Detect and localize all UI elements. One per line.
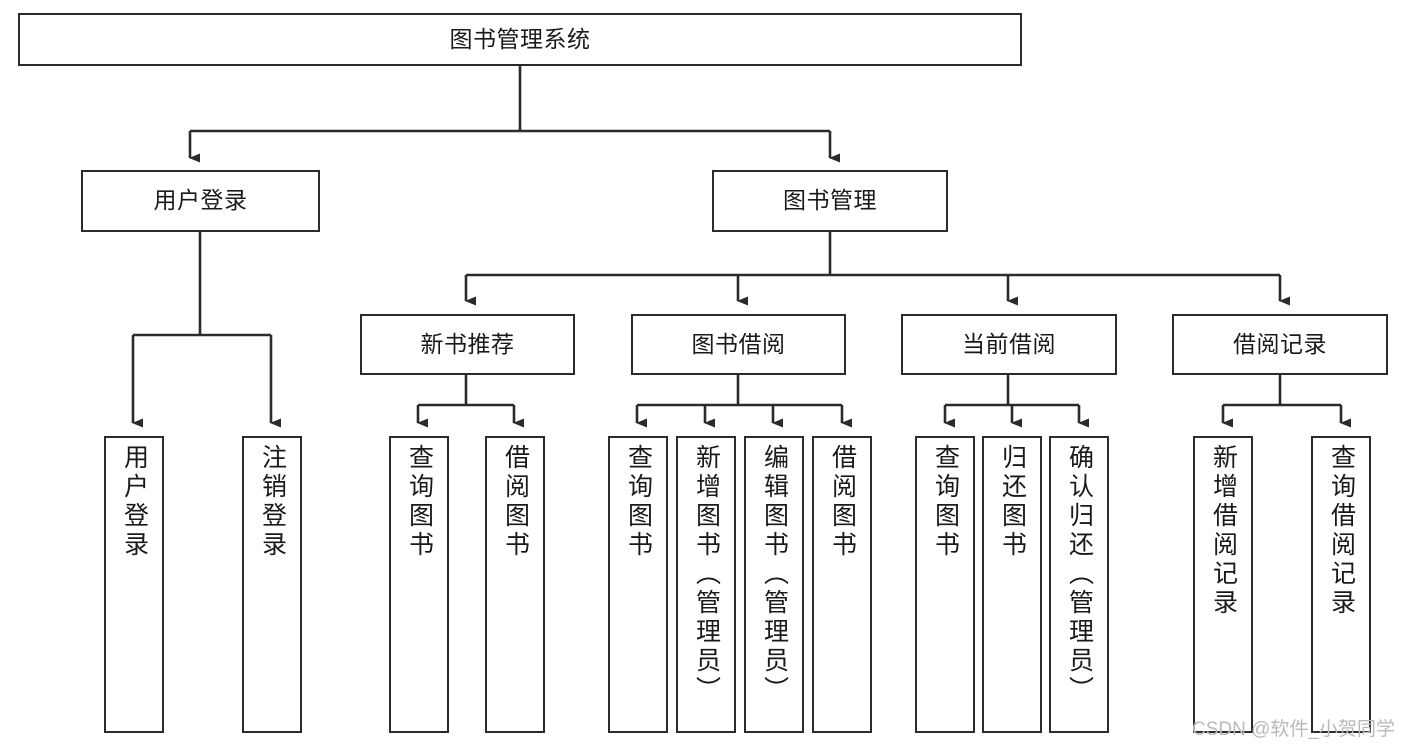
node-leaf-borrow-book-1-label: 借阅图书 [501, 444, 530, 560]
node-current-borrow[interactable]: 当前借阅 [901, 314, 1117, 375]
node-leaf-query-book-1-label: 查询图书 [405, 444, 434, 560]
node-leaf-borrow-book-1[interactable]: 借阅图书 [485, 436, 545, 733]
node-leaf-add-book[interactable]: 新增图书（管理员） [676, 436, 736, 733]
node-user-login-label: 用户登录 [153, 187, 248, 214]
node-book-management-label: 图书管理 [783, 187, 877, 214]
node-borrow-record-label: 借阅记录 [1233, 330, 1327, 357]
node-leaf-borrow-book-2-label: 借阅图书 [828, 444, 857, 560]
node-leaf-query-record[interactable]: 查询借阅记录 [1311, 436, 1371, 733]
node-leaf-logout-login[interactable]: 注销登录 [242, 436, 302, 733]
node-leaf-confirm-return[interactable]: 确认归还（管理员） [1049, 436, 1109, 733]
node-leaf-query-book-3[interactable]: 查询图书 [915, 436, 975, 733]
node-leaf-logout-login-label: 注销登录 [258, 444, 287, 560]
node-book-management[interactable]: 图书管理 [712, 170, 948, 232]
node-leaf-query-book-2[interactable]: 查询图书 [608, 436, 668, 733]
node-leaf-confirm-return-label: 确认归还（管理员） [1065, 444, 1094, 705]
node-leaf-query-book-2-label: 查询图书 [624, 444, 653, 560]
node-leaf-query-book-3-label: 查询图书 [931, 444, 960, 560]
node-leaf-borrow-book-2[interactable]: 借阅图书 [812, 436, 872, 733]
node-leaf-edit-book[interactable]: 编辑图书（管理员） [744, 436, 804, 733]
node-root-label: 图书管理系统 [449, 25, 591, 52]
node-user-login[interactable]: 用户登录 [81, 170, 320, 232]
node-book-borrow[interactable]: 图书借阅 [631, 314, 846, 375]
node-leaf-return-book[interactable]: 归还图书 [982, 436, 1042, 733]
node-root[interactable]: 图书管理系统 [18, 13, 1022, 66]
node-leaf-add-record[interactable]: 新增借阅记录 [1193, 436, 1253, 733]
node-borrow-record[interactable]: 借阅记录 [1172, 314, 1388, 375]
node-leaf-add-record-label: 新增借阅记录 [1209, 444, 1238, 618]
node-leaf-query-book-1[interactable]: 查询图书 [389, 436, 449, 733]
node-leaf-user-login[interactable]: 用户登录 [104, 436, 164, 733]
node-new-book-recommend-label: 新书推荐 [420, 330, 515, 357]
node-leaf-edit-book-label: 编辑图书（管理员） [760, 444, 789, 705]
node-leaf-return-book-label: 归还图书 [998, 444, 1027, 560]
node-leaf-add-book-label: 新增图书（管理员） [692, 444, 721, 705]
node-book-borrow-label: 图书借阅 [691, 330, 786, 357]
node-new-book-recommend[interactable]: 新书推荐 [360, 314, 575, 375]
node-current-borrow-label: 当前借阅 [962, 330, 1056, 357]
node-leaf-user-login-label: 用户登录 [120, 444, 149, 560]
node-leaf-query-record-label: 查询借阅记录 [1327, 444, 1356, 618]
